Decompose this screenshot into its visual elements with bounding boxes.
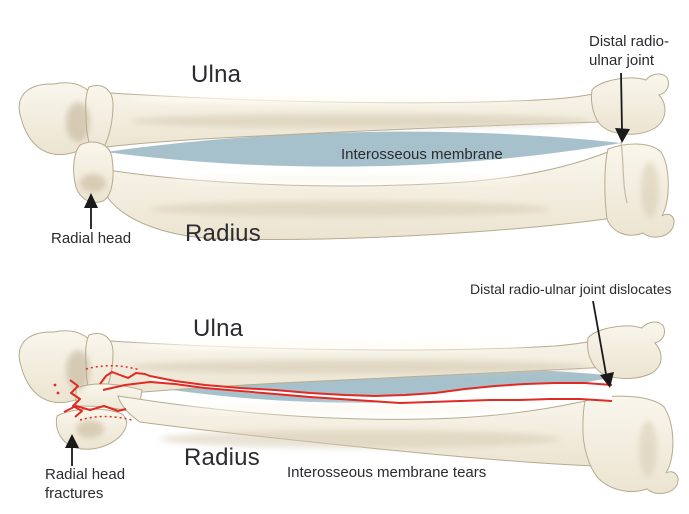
radius-label-injured: Radius bbox=[184, 444, 260, 471]
distal-joint-arrow bbox=[615, 72, 630, 143]
radial-head bbox=[73, 141, 114, 203]
tear-lower-edge bbox=[102, 381, 613, 404]
radius-label-normal: Radius bbox=[185, 220, 261, 247]
ulna-head-dislocated bbox=[587, 321, 665, 379]
tear-upper-edge bbox=[99, 371, 613, 397]
radial-head-fractures-label: Radial head fractures bbox=[45, 466, 126, 502]
radial-head-label: Radial head bbox=[51, 230, 132, 247]
figure-injured-illustration bbox=[18, 300, 679, 494]
ulna-label-normal: Ulna bbox=[191, 61, 242, 88]
radius-distal-end bbox=[582, 395, 679, 494]
fracture-lines bbox=[53, 365, 141, 421]
distal-joint-dislocates-arrow bbox=[592, 300, 614, 388]
ulna-head bbox=[591, 73, 669, 135]
ulna-label-injured: Ulna bbox=[193, 315, 244, 342]
radial-head-fractures-arrow bbox=[65, 434, 79, 466]
membrane-tear-gap bbox=[150, 376, 612, 403]
bone-shading-normal bbox=[66, 94, 659, 218]
membrane-tears-label: Interosseous membrane tears bbox=[287, 464, 487, 481]
figure-normal-illustration bbox=[18, 72, 675, 240]
interosseous-membrane-shape bbox=[106, 131, 621, 167]
interosseous-membrane-label: Interosseous membrane bbox=[341, 146, 503, 163]
distal-joint-dislocates-label: Distal radio-ulnar joint dislocates bbox=[470, 281, 672, 297]
distal-radio-ulnar-joint-line bbox=[620, 141, 628, 204]
membrane-tear-lines bbox=[99, 371, 613, 404]
distal-radio-ulnar-joint-label: Distal radio- ulnar joint bbox=[589, 33, 670, 69]
radius-distal-end bbox=[604, 143, 675, 238]
bone-shading-injured bbox=[66, 341, 657, 477]
radial-head-arrow bbox=[84, 193, 98, 229]
